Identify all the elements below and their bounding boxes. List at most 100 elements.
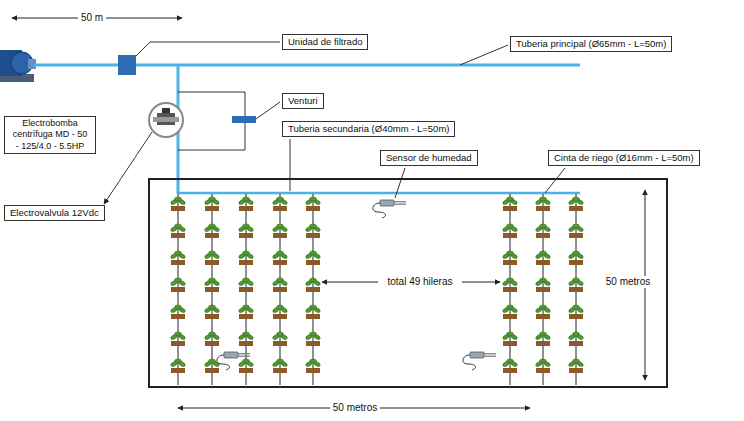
main-pipe bbox=[34, 64, 580, 67]
count-arrow bbox=[322, 282, 378, 283]
plant bbox=[502, 332, 518, 346]
valve-body bbox=[153, 117, 179, 122]
soil-pot bbox=[171, 287, 185, 292]
leaf bbox=[175, 278, 182, 282]
dimension-label: 50 metros bbox=[603, 276, 653, 288]
leaf bbox=[243, 251, 250, 255]
soil-pot bbox=[503, 368, 517, 373]
plant bbox=[502, 305, 518, 319]
leaf bbox=[277, 305, 284, 309]
plant bbox=[204, 278, 220, 292]
plant bbox=[238, 359, 254, 373]
leaf bbox=[507, 251, 514, 255]
soil-pot bbox=[306, 314, 320, 319]
leaf bbox=[540, 224, 547, 228]
soil-pot bbox=[536, 341, 550, 346]
soil-pot bbox=[569, 206, 583, 211]
plant bbox=[272, 359, 288, 373]
soil-pot bbox=[536, 368, 550, 373]
leaf bbox=[209, 332, 216, 336]
leaf bbox=[573, 251, 580, 255]
leaf bbox=[540, 359, 547, 363]
leaf bbox=[573, 278, 580, 282]
soil-pot bbox=[171, 314, 185, 319]
soil-pot bbox=[536, 233, 550, 238]
leader-line bbox=[460, 45, 508, 65]
plant bbox=[170, 251, 186, 265]
plant bbox=[204, 251, 220, 265]
plant bbox=[170, 332, 186, 346]
soil-pot bbox=[205, 206, 219, 211]
soil-pot bbox=[171, 233, 185, 238]
plant bbox=[204, 224, 220, 238]
field-area: total 49 hileras bbox=[148, 178, 668, 388]
leaf bbox=[209, 305, 216, 309]
node-text: Electrovalvula 12Vdc bbox=[10, 207, 99, 219]
soil-pot bbox=[205, 341, 219, 346]
soil-pot bbox=[171, 206, 185, 211]
plant bbox=[535, 251, 551, 265]
leaf bbox=[243, 278, 250, 282]
leaf bbox=[243, 197, 250, 201]
leaf bbox=[209, 197, 216, 201]
plant bbox=[272, 251, 288, 265]
soil-pot bbox=[239, 341, 253, 346]
plant bbox=[272, 305, 288, 319]
leaf bbox=[310, 332, 317, 336]
plant bbox=[305, 305, 321, 319]
soil-pot bbox=[306, 287, 320, 292]
leaf bbox=[243, 359, 250, 363]
soil-pot bbox=[171, 260, 185, 265]
callout-box: Electrobomba centrífuga MD - 50 - 125/4.… bbox=[4, 116, 96, 154]
plant bbox=[272, 332, 288, 346]
soil-pot bbox=[273, 287, 287, 292]
soil-pot bbox=[569, 368, 583, 373]
soil-pot bbox=[273, 314, 287, 319]
leaf bbox=[175, 359, 182, 363]
callout-box: Venturi bbox=[282, 93, 324, 109]
leaf bbox=[243, 224, 250, 228]
plant bbox=[568, 224, 584, 238]
soil-pot bbox=[273, 206, 287, 211]
soil-pot bbox=[205, 260, 219, 265]
node-text: total 49 hileras bbox=[384, 276, 455, 289]
leaf bbox=[175, 332, 182, 336]
leaf bbox=[175, 224, 182, 228]
plant bbox=[204, 305, 220, 319]
soil-pot bbox=[239, 368, 253, 373]
leaf bbox=[277, 278, 284, 282]
node-text: Sensor de humedad bbox=[386, 152, 472, 164]
leaf bbox=[310, 197, 317, 201]
soil-pot bbox=[273, 341, 287, 346]
soil-pot bbox=[503, 314, 517, 319]
leader-line bbox=[256, 102, 280, 119]
soil-pot bbox=[306, 260, 320, 265]
soil-pot bbox=[171, 341, 185, 346]
leader-arrow bbox=[104, 132, 152, 204]
dimension-label: 50 m bbox=[78, 12, 106, 24]
soil-pot bbox=[205, 233, 219, 238]
plant bbox=[535, 359, 551, 373]
plant bbox=[502, 278, 518, 292]
leaf bbox=[277, 197, 284, 201]
leaf bbox=[540, 278, 547, 282]
count-arrow bbox=[462, 282, 500, 283]
soil-pot bbox=[536, 260, 550, 265]
soil-pot bbox=[503, 206, 517, 211]
callout-box: Sensor de humedad bbox=[380, 150, 478, 166]
soil-pot bbox=[205, 287, 219, 292]
leaf bbox=[540, 197, 547, 201]
soil-pot bbox=[569, 314, 583, 319]
leaf bbox=[310, 251, 317, 255]
plant bbox=[170, 305, 186, 319]
leaf bbox=[277, 332, 284, 336]
soil-pot bbox=[503, 287, 517, 292]
node-text: Cinta de riego (Ø16mm - L=50m) bbox=[554, 152, 694, 164]
plant bbox=[238, 224, 254, 238]
leaf bbox=[540, 332, 547, 336]
soil-pot bbox=[536, 206, 550, 211]
plant bbox=[238, 251, 254, 265]
plant bbox=[502, 224, 518, 238]
